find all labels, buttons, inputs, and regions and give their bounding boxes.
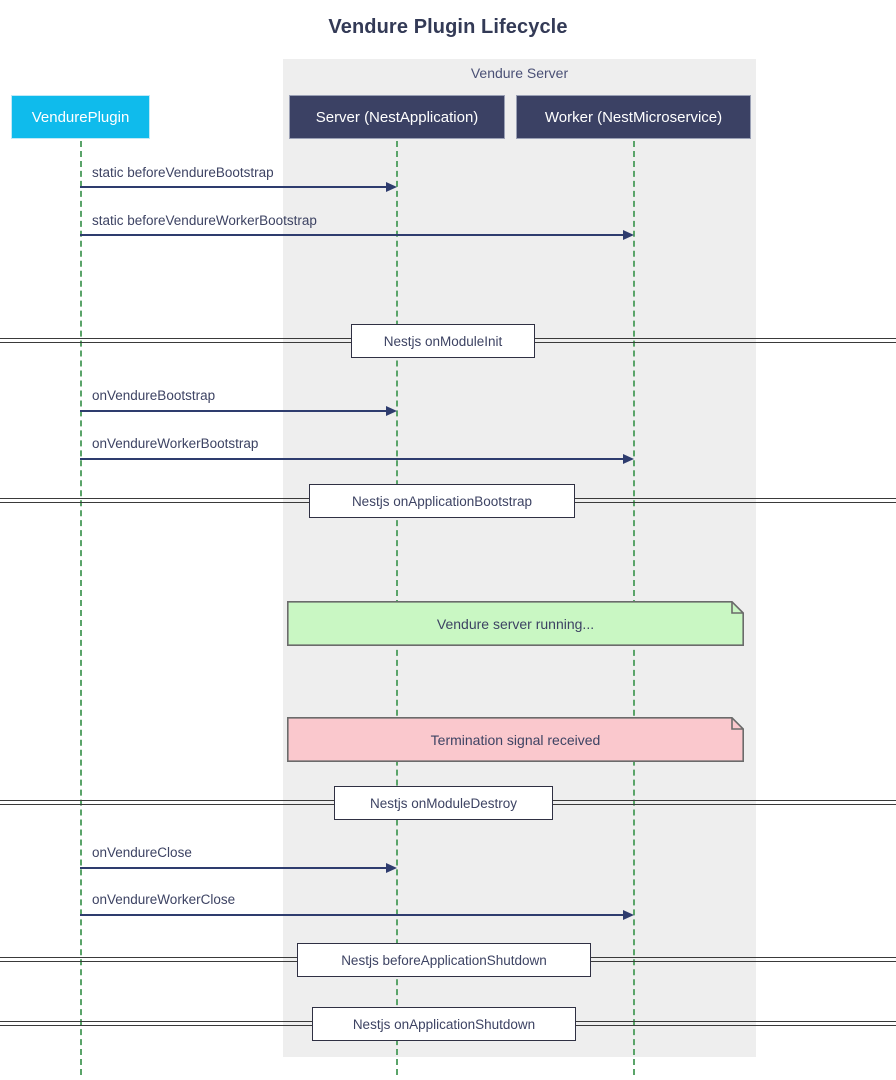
participant-label: Server (NestApplication) — [315, 108, 479, 126]
note-shape-red-icon — [287, 717, 744, 762]
note-termination-signal: Termination signal received — [287, 717, 744, 762]
message-line — [80, 410, 387, 412]
note-shape-green-icon — [287, 601, 744, 646]
message-label: static beforeVendureWorkerBootstrap — [92, 213, 317, 228]
message-label: static beforeVendureBootstrap — [92, 165, 274, 180]
divider-label-nestjs-onapplicationbootstrap: Nestjs onApplicationBootstrap — [309, 484, 575, 518]
message-label: onVendureClose — [92, 845, 192, 860]
message-arrowhead — [623, 230, 634, 240]
message-label: onVendureWorkerBootstrap — [92, 436, 259, 451]
note-label: Termination signal received — [430, 731, 601, 748]
participant-server[interactable]: Server (NestApplication) — [289, 95, 505, 139]
message-arrowhead — [386, 406, 397, 416]
participant-label: Worker (NestMicroservice) — [544, 108, 723, 126]
divider-label-nestjs-onmoduleinit: Nestjs onModuleInit — [351, 324, 535, 358]
group-label-vendure-server: Vendure Server — [470, 65, 569, 81]
message-line — [80, 867, 387, 869]
message-line — [80, 186, 387, 188]
divider-label-nestjs-beforeapplicationshutdown: Nestjs beforeApplicationShutdown — [297, 943, 591, 977]
message-arrowhead — [623, 910, 634, 920]
divider-label-nestjs-onmoduledestroy: Nestjs onModuleDestroy — [334, 786, 553, 820]
note-vendure-server-running: Vendure server running... — [287, 601, 744, 646]
message-line — [80, 458, 624, 460]
message-line — [80, 234, 624, 236]
divider-label-nestjs-onapplicationshutdown: Nestjs onApplicationShutdown — [312, 1007, 576, 1041]
participant-worker[interactable]: Worker (NestMicroservice) — [516, 95, 751, 139]
message-label: onVendureBootstrap — [92, 388, 216, 403]
note-label: Vendure server running... — [436, 615, 595, 632]
message-line — [80, 914, 624, 916]
lifeline-plugin — [80, 141, 82, 1075]
group-box-vendure-server — [283, 59, 756, 1057]
message-label: onVendureWorkerClose — [92, 892, 236, 907]
participant-label: VendurePlugin — [31, 108, 130, 126]
message-arrowhead — [386, 182, 397, 192]
message-arrowhead — [386, 863, 397, 873]
page-title: Vendure Plugin Lifecycle — [328, 16, 568, 38]
message-arrowhead — [623, 454, 634, 464]
participant-vendureplugin[interactable]: VendurePlugin — [11, 95, 150, 139]
